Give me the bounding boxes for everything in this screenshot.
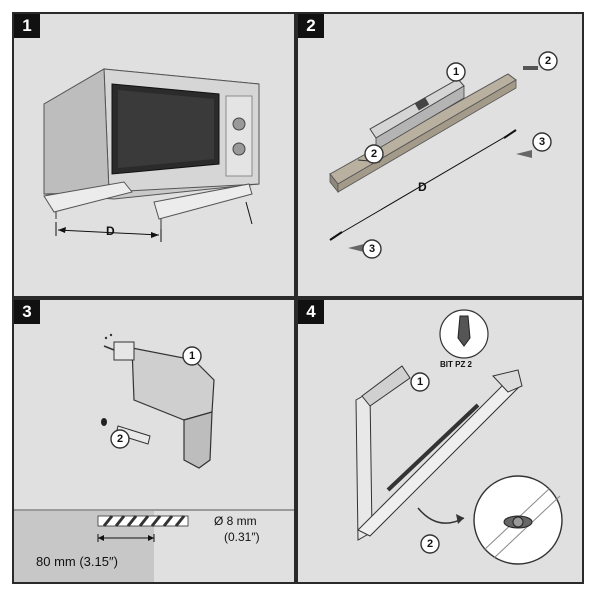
drill-diameter-label: Ø 8 mm — [214, 514, 257, 528]
callout-3: 3 — [539, 136, 545, 148]
left-bracket — [43, 181, 133, 213]
step-number: 3 — [14, 300, 40, 324]
drill-body — [131, 347, 215, 421]
dimension-d-label: D — [106, 224, 115, 238]
screwdriver-icon — [361, 365, 411, 407]
drill-diameter-imperial-label: (0.31″) — [224, 530, 260, 544]
screwdriver-bit-icon — [457, 315, 471, 347]
callout-1: 1 — [453, 66, 459, 78]
hole-icon — [101, 418, 107, 426]
callout-2: 2 — [371, 148, 377, 160]
microwave-side — [43, 68, 110, 195]
bracket-assembly-illustration: 1 2 — [355, 309, 563, 565]
callout-2: 2 — [427, 538, 433, 550]
step-2-panel: 1 2 2 3 3 2 D — [298, 14, 582, 296]
drill-chuck — [113, 341, 135, 361]
step-3-panel: 1 2 3 Ø 8 mm (0.31″) 80 mm (3.15″) — [14, 300, 294, 582]
step-4-panel: 1 2 4 BIT PZ 2 — [298, 300, 582, 582]
drill-handle — [183, 411, 213, 469]
callout-circle — [446, 62, 466, 82]
dial-icon — [232, 117, 246, 131]
level-vial-icon — [414, 97, 430, 111]
callout-3: 3 — [369, 243, 375, 255]
dial-icon — [232, 142, 246, 156]
step-number: 4 — [298, 300, 324, 324]
pencil-icon — [348, 244, 364, 252]
step-number: 2 — [298, 14, 324, 38]
panel-divider-horizontal — [14, 296, 582, 300]
right-bracket — [153, 183, 253, 220]
drill-illustration: 1 2 — [14, 333, 294, 582]
step-1-panel: 1 D — [14, 14, 294, 296]
callout-1: 1 — [417, 376, 423, 388]
microwave-on-brackets-illustration — [43, 68, 260, 242]
bit-label: BIT PZ 2 — [440, 360, 473, 369]
step-number: 1 — [14, 14, 40, 38]
pencil-icon — [516, 150, 532, 158]
dimension-line — [335, 133, 511, 237]
dimension-d-label: D — [418, 180, 427, 194]
callout-1: 1 — [189, 350, 195, 362]
drill-depth-label: 80 mm (3.15″) — [36, 554, 118, 569]
drill-bit-icon — [97, 515, 189, 527]
wood-board — [329, 73, 517, 185]
level-marking-illustration: 1 2 2 3 3 — [329, 51, 558, 259]
callout-2: 2 — [117, 433, 123, 445]
callout-2: 2 — [545, 55, 551, 67]
